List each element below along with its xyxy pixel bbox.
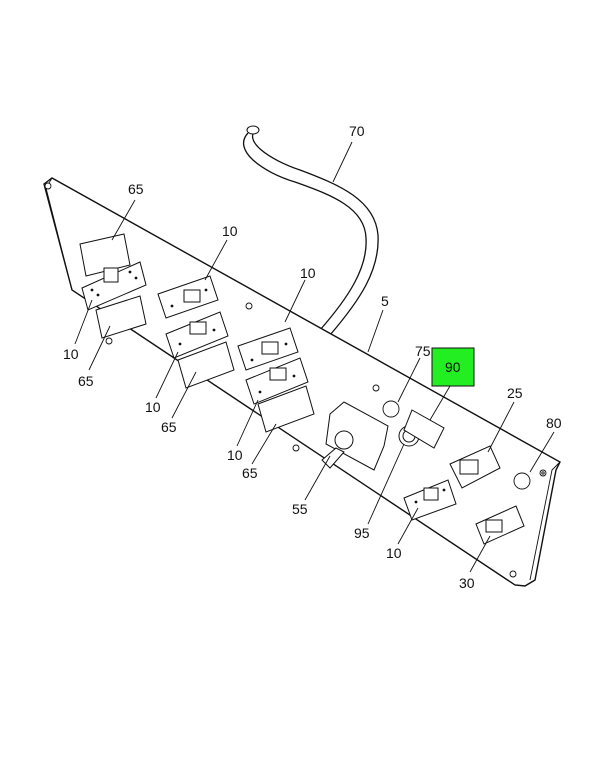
callout-30: 30: [459, 575, 475, 591]
rocker-switch: [449, 445, 501, 489]
callout-75: 75: [415, 343, 431, 359]
callout-70: 70: [349, 123, 365, 139]
switch-group-1: [79, 233, 147, 339]
callout-10: 10: [386, 545, 402, 561]
callout-10: 10: [227, 447, 243, 463]
callout-95: 95: [354, 525, 370, 541]
callout-80: 80: [546, 415, 562, 431]
switch-group-3: [237, 327, 315, 433]
callout-10: 10: [300, 265, 316, 281]
callout-90-highlight: [431, 347, 475, 387]
callout-55: 55: [292, 501, 308, 517]
switch-group-2: [157, 275, 235, 389]
callout-10: 10: [222, 223, 238, 239]
rotary-switch: [321, 401, 389, 471]
leader-lines: [74, 141, 555, 573]
callout-90: 90: [445, 359, 461, 375]
callout-5: 5: [381, 293, 389, 309]
cable-harness: [242, 125, 379, 336]
toggle-switch: [475, 505, 525, 545]
callout-65: 65: [78, 373, 94, 389]
callout-10: 10: [63, 346, 79, 362]
label-plate: [403, 409, 445, 449]
callout-65: 65: [242, 465, 258, 481]
callout-labels: 70 65 10 10 5 10 65 75 90 10 65 25 80 10…: [63, 123, 562, 591]
callout-10: 10: [145, 399, 161, 415]
callout-25: 25: [507, 385, 523, 401]
callout-65: 65: [128, 181, 144, 197]
callout-65: 65: [161, 419, 177, 435]
